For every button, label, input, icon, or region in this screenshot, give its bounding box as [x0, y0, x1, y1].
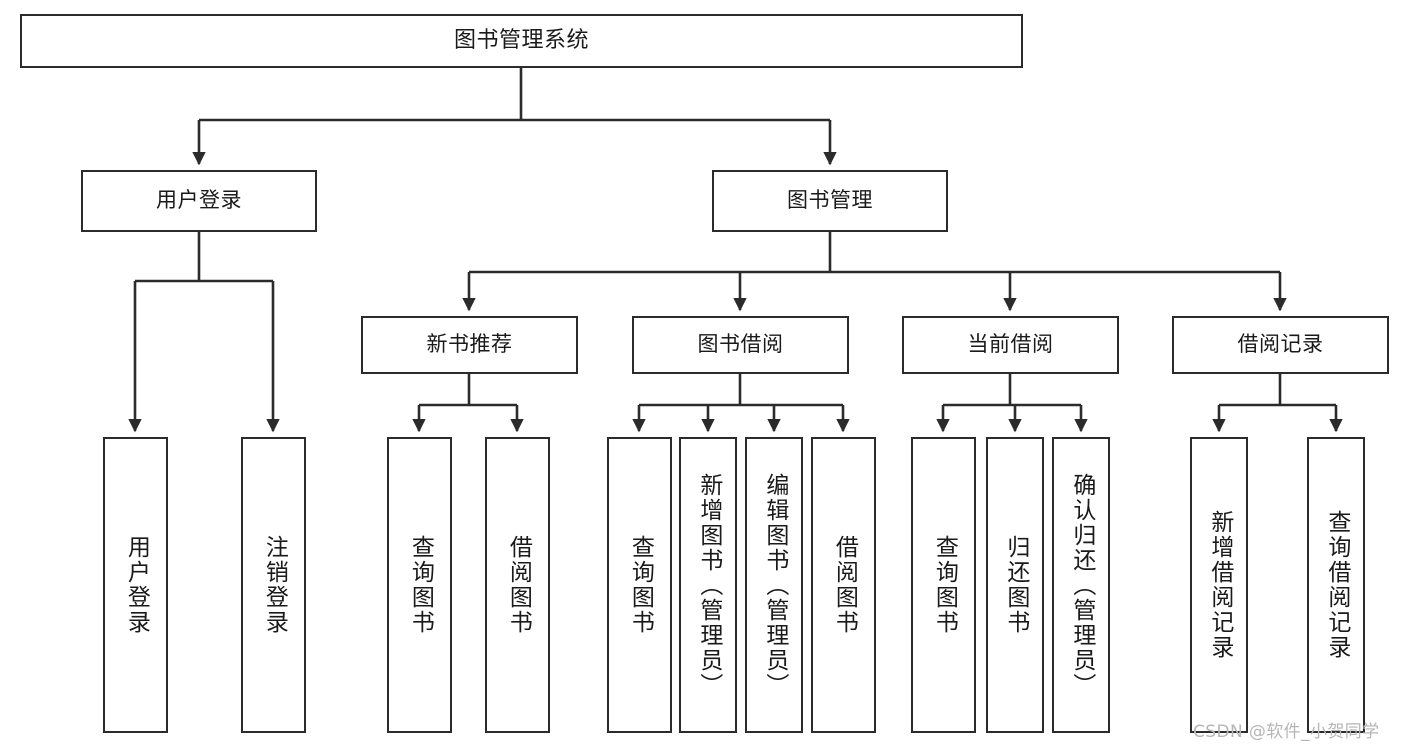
watermark: CSDN @软件_小贺同学	[1193, 722, 1380, 742]
node-book-management[interactable]: 图书管理	[712, 170, 948, 232]
node-new-book-recommend-label: 新书推荐	[426, 332, 513, 357]
node-root[interactable]: 图书管理系统	[20, 14, 1023, 68]
node-current-borrow[interactable]: 当前借阅	[902, 316, 1119, 374]
node-new-book-recommend[interactable]: 新书推荐	[361, 316, 578, 374]
leaf-user-login-label: 用户登录	[123, 535, 150, 635]
leaf-borrow-book-label: 借阅图书	[831, 535, 858, 635]
node-book-borrow-label: 图书借阅	[697, 332, 784, 357]
leaf-confirm-return-admin-label: 确认归还（管理员）	[1068, 472, 1095, 698]
node-user-login[interactable]: 用户登录	[81, 170, 317, 232]
node-borrow-records-label: 借阅记录	[1237, 332, 1324, 357]
leaf-query-book-newbook[interactable]: 查询图书	[387, 437, 452, 733]
leaf-query-book-borrow-label: 查询图书	[627, 535, 654, 635]
leaf-borrow-book[interactable]: 借阅图书	[811, 437, 876, 733]
node-current-borrow-label: 当前借阅	[967, 332, 1054, 357]
leaf-query-book-current[interactable]: 查询图书	[911, 437, 976, 733]
leaf-query-borrow-record[interactable]: 查询借阅记录	[1307, 437, 1365, 733]
node-borrow-records[interactable]: 借阅记录	[1172, 316, 1389, 374]
leaf-return-book-label: 归还图书	[1002, 535, 1029, 635]
leaf-confirm-return-admin[interactable]: 确认归还（管理员）	[1052, 437, 1110, 733]
leaf-query-book-current-label: 查询图书	[931, 535, 958, 635]
node-root-label: 图书管理系统	[453, 27, 589, 53]
node-user-login-label: 用户登录	[156, 188, 242, 213]
leaf-add-book-admin-label: 新增图书（管理员）	[695, 472, 722, 698]
leaf-borrow-book-newbook-label: 借阅图书	[505, 535, 532, 635]
node-book-management-label: 图书管理	[787, 188, 873, 213]
leaf-query-book-newbook-label: 查询图书	[407, 535, 434, 635]
leaf-return-book[interactable]: 归还图书	[986, 437, 1044, 733]
leaf-query-borrow-record-label: 查询借阅记录	[1323, 510, 1350, 660]
node-book-borrow[interactable]: 图书借阅	[632, 316, 849, 374]
leaf-edit-book-admin-label: 编辑图书（管理员）	[761, 472, 788, 698]
leaf-user-login[interactable]: 用户登录	[103, 437, 168, 733]
leaf-logout[interactable]: 注销登录	[241, 437, 306, 733]
leaf-edit-book-admin[interactable]: 编辑图书（管理员）	[745, 437, 803, 733]
leaf-query-book-borrow[interactable]: 查询图书	[607, 437, 672, 733]
leaf-add-borrow-record-label: 新增借阅记录	[1206, 510, 1233, 660]
leaf-logout-label: 注销登录	[261, 535, 288, 635]
leaf-add-book-admin[interactable]: 新增图书（管理员）	[679, 437, 737, 733]
leaf-add-borrow-record[interactable]: 新增借阅记录	[1190, 437, 1248, 733]
leaf-borrow-book-newbook[interactable]: 借阅图书	[485, 437, 550, 733]
